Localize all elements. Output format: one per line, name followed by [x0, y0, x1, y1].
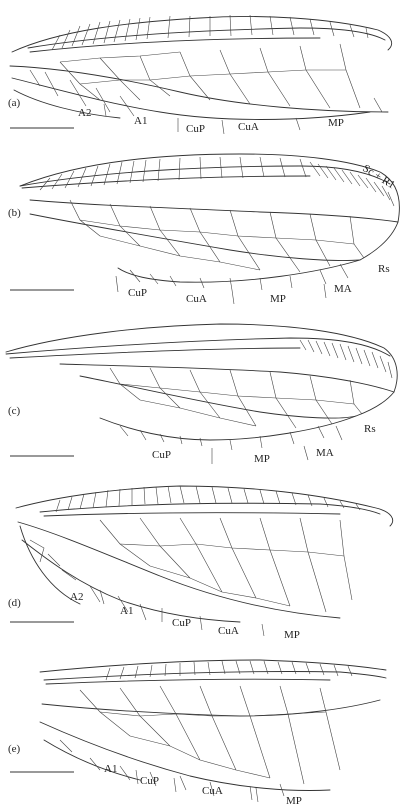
wing-e-letter: (e) [8, 743, 21, 755]
wing-d-label-A2: A2 [70, 591, 83, 603]
wing-e: (e) A1 CuP CuA MP [8, 659, 387, 807]
wing-e-drawing [39, 659, 387, 801]
wing-a-label-CuA: CuA [238, 121, 259, 133]
wing-c-drawing [5, 323, 398, 451]
wing-e-label-A1: A1 [104, 763, 117, 775]
wing-d-letter: (d) [8, 597, 21, 609]
wing-a-letter: (a) [8, 97, 21, 109]
wing-b-label-MP: MP [270, 293, 286, 305]
wing-a-label-CuP: CuP [186, 123, 205, 135]
wing-d-label-CuP: CuP [172, 617, 191, 629]
wing-d-label-MP: MP [284, 629, 300, 641]
wing-c-label-MP: MP [254, 453, 270, 465]
wing-d: (d) A2 A1 CuP CuA MP [8, 485, 394, 641]
wing-b-label-MA: MA [334, 283, 352, 295]
wing-c-label-CuP: CuP [152, 449, 171, 461]
wing-a-label-MP: MP [328, 117, 344, 129]
wing-b-label-Rs: Rs [378, 263, 390, 275]
wing-c-label-MA: MA [316, 447, 334, 459]
wing-c-letter: (c) [8, 405, 21, 417]
wing-a: (a) A2 A1 CuP CuA MP [8, 14, 393, 135]
wing-e-label-MP: MP [286, 795, 302, 807]
wing-c-label-Rs: Rs [364, 423, 376, 435]
wing-e-label-CuA: CuA [202, 785, 223, 797]
wing-b-label-Sc-R1: Sc + R1 [360, 162, 397, 191]
wing-b: (b) Sc + R1 Rs CuP CuA MP MA [8, 153, 400, 305]
wing-d-drawing [15, 485, 394, 623]
wing-b-letter: (b) [8, 207, 21, 219]
wing-b-drawing [19, 153, 400, 291]
wing-e-label-CuP: CuP [140, 775, 159, 787]
wing-c: (c) Rs CuP MP MA [5, 323, 398, 465]
wing-d-label-CuA: CuA [218, 625, 239, 637]
wing-a-label-A2: A2 [78, 107, 91, 119]
wing-b-label-CuP: CuP [128, 287, 147, 299]
wing-b-label-CuA: CuA [186, 293, 207, 305]
wing-a-drawing [9, 14, 393, 120]
wing-a-label-A1: A1 [134, 115, 147, 127]
wing-d-label-A1: A1 [120, 605, 133, 617]
